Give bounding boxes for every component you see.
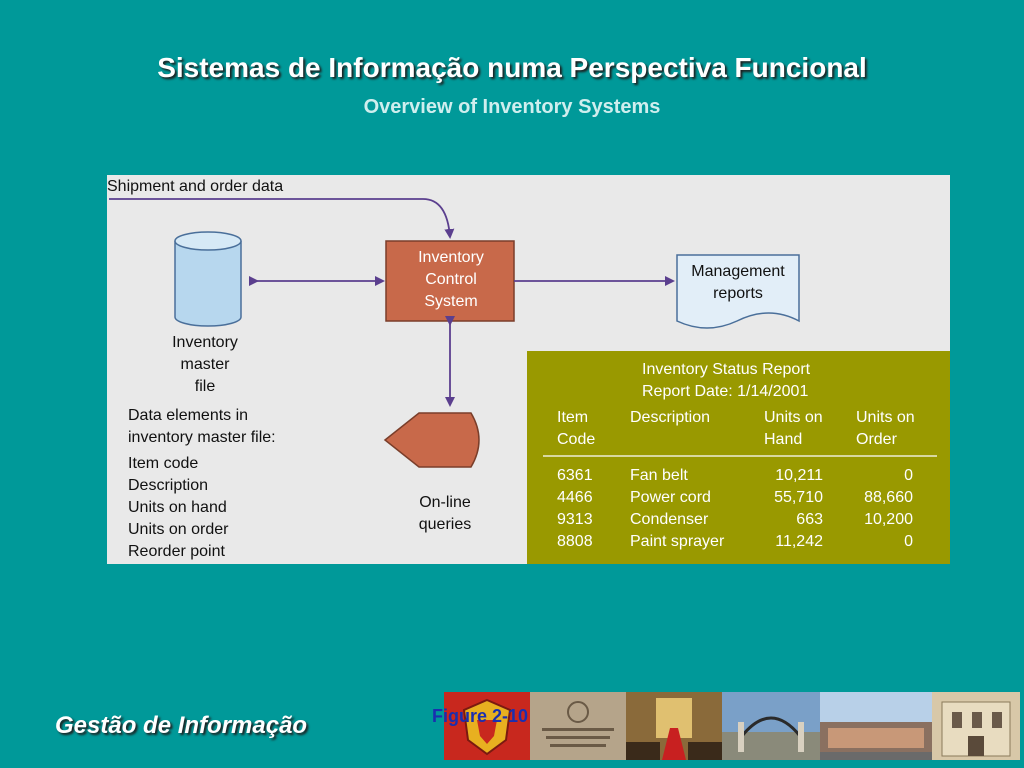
building-image: [820, 692, 932, 760]
master-file-cylinder-icon: [174, 231, 242, 327]
figure-label: Figure 2-10: [432, 706, 529, 726]
report-divider: [543, 455, 937, 457]
shipment-label: Shipment and order data: [107, 178, 284, 195]
table-row: 6361 Fan belt 10,211 0: [557, 467, 913, 484]
table-row: 8808 Paint sprayer 11,242 0: [557, 533, 913, 550]
coat-of-arms-image: [444, 692, 530, 760]
col-description: Description: [630, 409, 711, 426]
footer-course-title: Gestão de Informação: [55, 712, 308, 739]
col-item-code: Item Code: [557, 409, 596, 448]
gate-image: [722, 692, 820, 760]
data-element: Units on order: [128, 521, 229, 538]
church-interior-image: [626, 692, 722, 760]
table-row: 9313 Condenser 663 10,200: [557, 511, 913, 528]
data-elements-list: Data elements in inventory master file: …: [128, 405, 276, 563]
slide-title: Sistemas de Informação numa Perspectiva …: [157, 52, 867, 83]
management-reports-label: Management reports: [691, 263, 785, 302]
queries-label: On-line queries: [418, 494, 472, 533]
table-row: 4466 Power cord 55,710 88,660: [557, 489, 913, 506]
palace-image: [932, 692, 1020, 760]
ics-label: Inventory Control System: [418, 249, 484, 310]
master-file-label: Inventory master file: [172, 334, 238, 395]
col-units-on-hand: Units on Hand: [764, 409, 823, 448]
inventory-status-report: Inventory Status Report Report Date: 1/1…: [527, 351, 950, 564]
slide-subtitle: Overview of Inventory Systems: [363, 96, 661, 118]
plaque-image: [530, 692, 626, 760]
inventory-figure: Shipment and order data Inventory Contro…: [107, 175, 950, 564]
data-element: Units on hand: [128, 499, 227, 516]
col-units-on-order: Units on Order: [856, 409, 915, 448]
management-reports-icon: [676, 254, 800, 329]
data-element: Description: [128, 477, 209, 494]
diagram-graphics: [109, 198, 800, 468]
data-element: Reorder point: [128, 543, 225, 560]
queries-display-icon: [383, 412, 480, 468]
data-elements-header: Data elements in inventory master file:: [128, 407, 276, 446]
report-title: Inventory Status Report Report Date: 1/1…: [642, 361, 811, 400]
data-element: Item code: [128, 455, 199, 472]
shipment-arrow: [109, 198, 455, 239]
